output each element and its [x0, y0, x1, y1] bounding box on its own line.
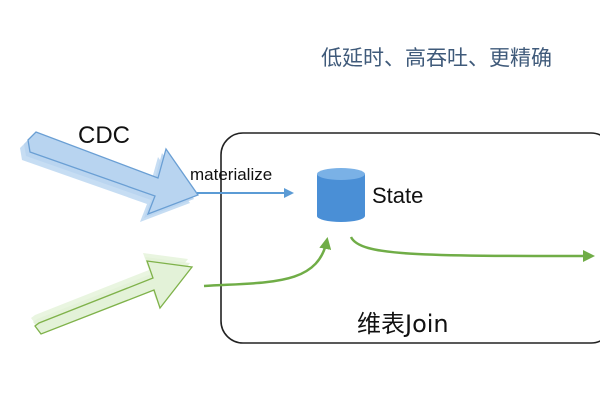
state-label: State: [372, 183, 424, 208]
cdc-input-arrow: [20, 131, 200, 222]
stream-input-arrow: [31, 253, 194, 335]
output-arrow: [349, 236, 595, 262]
lookup-arrow: [203, 237, 332, 288]
database-icon: [317, 168, 365, 222]
headline: 低延时、高吞吐、更精确: [321, 46, 552, 70]
join-box-label: 维表Join: [357, 310, 449, 338]
cdc-label: CDC: [78, 122, 130, 149]
join-box: [220, 132, 600, 344]
materialize-label: materialize: [190, 165, 273, 184]
